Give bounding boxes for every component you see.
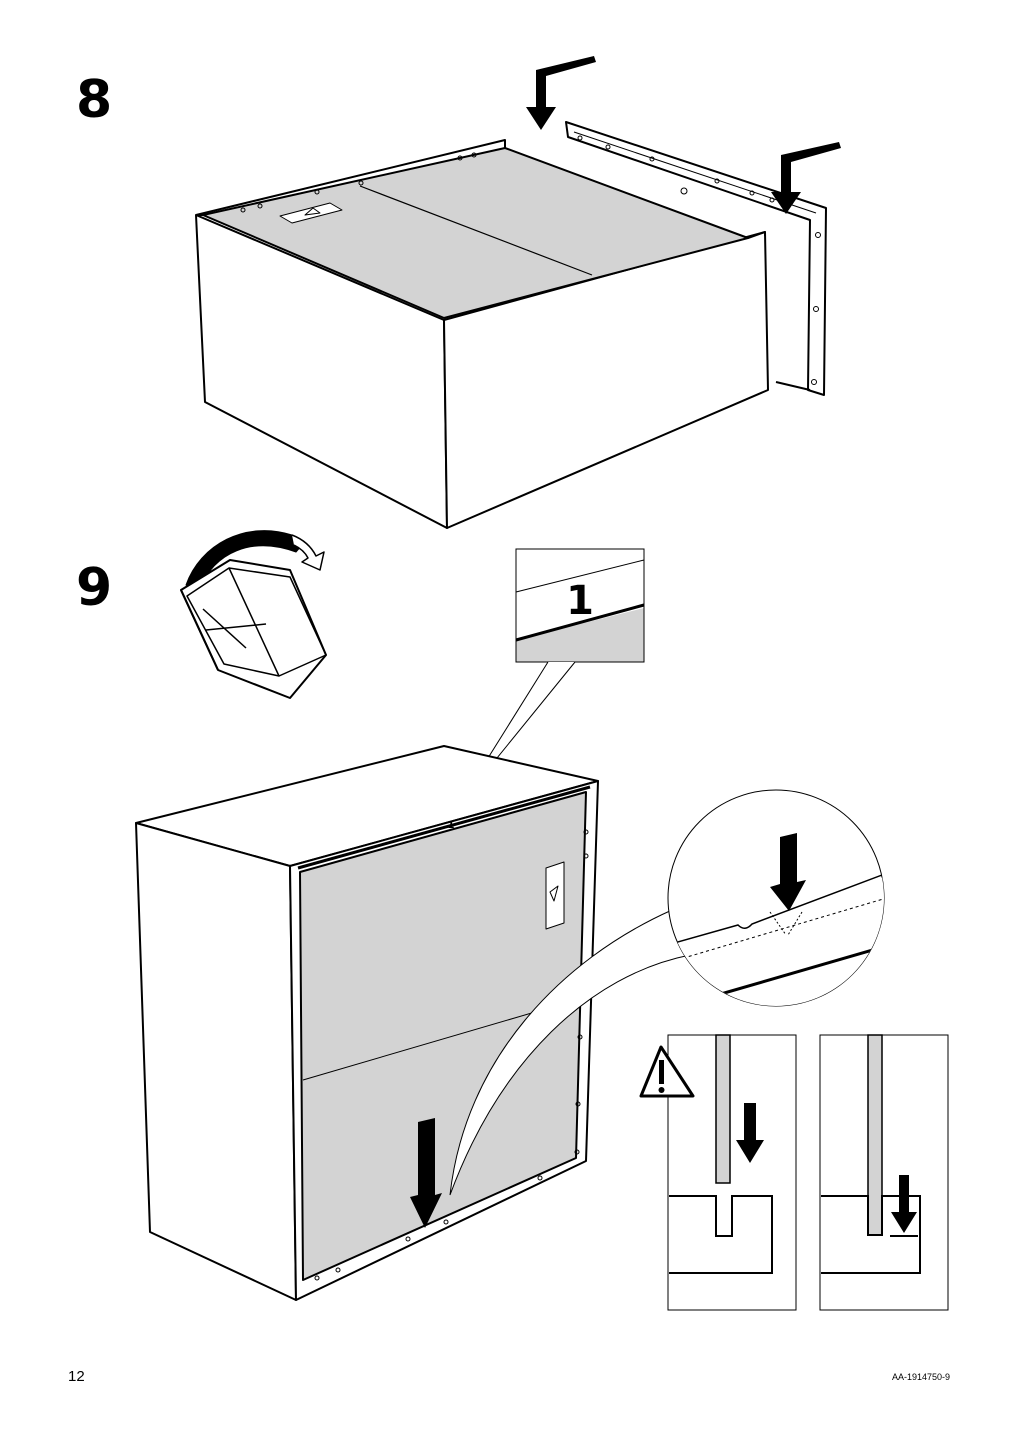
zoom-detail-circle bbox=[667, 789, 885, 1007]
rotate-arrow-icon bbox=[180, 530, 327, 699]
cabinet-side bbox=[135, 822, 297, 1301]
back-panel-grey bbox=[299, 791, 587, 1281]
step-number-9: 9 bbox=[76, 558, 113, 618]
step9-cabinet bbox=[135, 745, 599, 1301]
down-arrow-icon bbox=[526, 56, 596, 130]
step8-panel-strip bbox=[565, 121, 827, 396]
callout-label: 1 bbox=[566, 578, 594, 624]
step8-cabinet bbox=[195, 139, 769, 529]
detail-box-wrong bbox=[667, 1034, 797, 1311]
panel-mark: 1 bbox=[448, 820, 455, 831]
step-number-8: 8 bbox=[76, 70, 113, 130]
down-arrow-icon bbox=[410, 1118, 442, 1228]
warning-icon bbox=[639, 1045, 695, 1098]
page-number: 12 bbox=[68, 1368, 85, 1385]
down-arrow-icon bbox=[771, 142, 841, 214]
detail-box-correct bbox=[819, 1034, 949, 1311]
document-code: AA-1914750-9 bbox=[891, 1372, 950, 1382]
